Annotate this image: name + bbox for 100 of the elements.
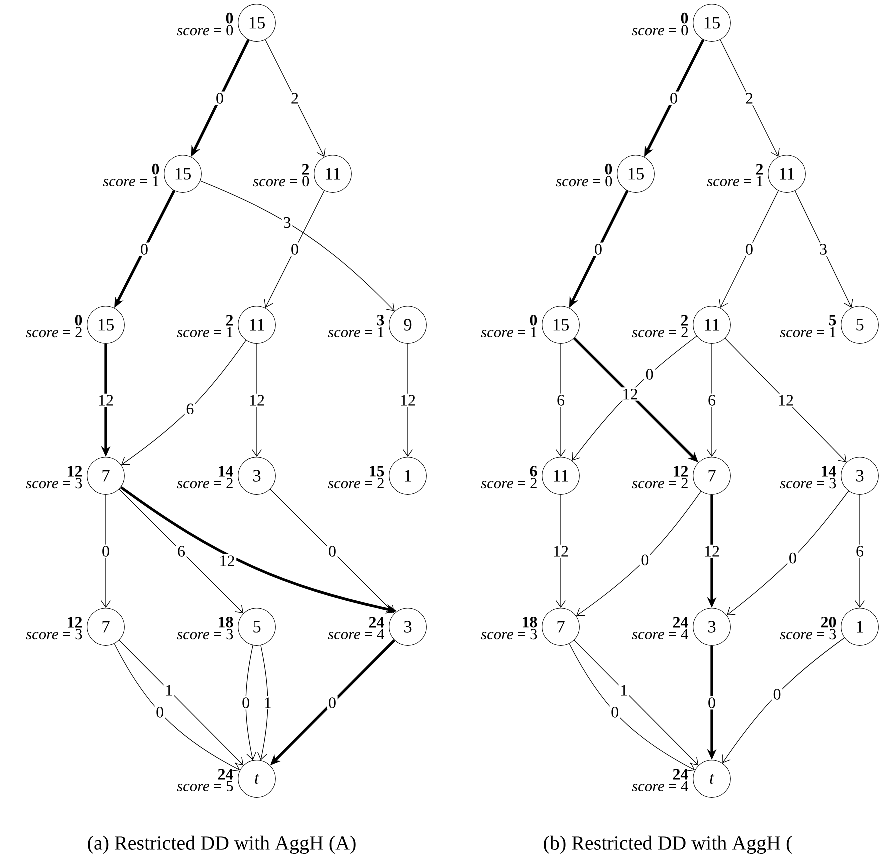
caption: (a) Restricted DD with AggH (A) [88,836,356,854]
arrow [556,494,566,608]
score-label: score = 2 [328,478,384,489]
edge-label: 0 [772,688,783,702]
edge-label: 6 [706,394,718,408]
edge-label: 12 [218,554,237,568]
score-label: score = 2 [26,327,82,338]
score-label: score = 3 [177,629,234,640]
node-value: 15 [370,466,384,477]
arrow [403,344,413,458]
edge-label: 0 [240,696,252,710]
node-value: 0 [530,314,538,326]
arrow [258,645,268,760]
score-label: score = 3 [26,629,82,640]
node-value: 3 [377,314,384,326]
edge-label: 1 [618,684,630,698]
arrow [252,344,262,458]
score-label: score = 0 [177,25,234,36]
node-value: 6 [530,466,538,477]
node-value: 14 [822,466,836,477]
score-label: score = 4 [328,629,384,640]
caption: (b) Restricted DD with AggH ( [544,836,792,854]
edge-label: 0 [788,552,798,566]
node-value: 2 [756,164,764,175]
node-value: 0 [681,12,688,24]
edge-label: 0 [744,242,755,256]
edge-label: 12 [398,394,418,408]
score-label: score = 1 [328,327,384,338]
node-value: 20 [821,616,836,628]
score-label: score = 2 [632,478,688,489]
edge-label: 0 [644,368,656,382]
edge-label: 1 [262,696,274,710]
node-value: 24 [218,769,234,780]
edge-label: 2 [744,92,755,106]
node-value: 24 [369,617,384,628]
score-label: score = 1 [177,327,233,338]
node-value: 0 [605,164,612,175]
node-value: 2 [681,315,688,326]
edge-label: 0 [214,92,226,106]
score-label: score = 4 [632,629,688,640]
node-value: 0 [75,314,82,326]
edge-label: 0 [290,242,300,256]
score-label: score = 5 [177,781,234,792]
arrow [727,490,850,616]
node-value: 2 [226,315,234,326]
node-value: 24 [673,617,688,628]
node-value: 24 [673,769,688,780]
edge-label: 6 [176,544,187,558]
score-label: score = 1 [481,327,537,338]
score-label: score = 3 [26,478,82,489]
score-label: score = 3 [780,478,836,489]
score-label: score = 0 [632,25,688,36]
arrow [556,344,566,458]
score-label: score = 0 [556,176,612,187]
score-label: score = 1 [780,327,836,338]
edge-label: 0 [668,92,680,106]
score-label: score = 1 [103,176,159,187]
edge-label: 0 [100,544,112,558]
node-value: 18 [523,616,538,628]
node-value: 0 [152,164,160,175]
arrow [122,340,246,466]
node-value: 12 [674,466,688,477]
arrow [855,494,866,608]
score-label: score = 4 [632,781,688,792]
node-value: 14 [219,466,234,477]
node-value: 2 [302,164,310,175]
edge-label: 0 [640,553,651,567]
node-value: 12 [68,617,82,628]
arrow [707,344,718,458]
edge-label: 6 [184,402,196,416]
node-value: 12 [68,466,82,477]
edge-label: 0 [139,242,150,256]
arrow [576,491,702,616]
score-label: score = 2 [632,327,688,338]
node-value: 18 [219,616,234,628]
edge-label: 3 [282,216,293,230]
arrow [719,190,779,308]
arrow [720,40,780,158]
node-value: 0 [226,12,234,24]
arrow [101,494,111,608]
arrow [264,190,325,308]
edge-label: 6 [854,544,866,558]
edge-label: 0 [327,544,338,558]
edge-label: 12 [552,544,570,558]
arrow [722,638,845,764]
arrow [200,180,395,312]
edge-label: 0 [593,242,604,256]
edge-label: 0 [610,706,620,720]
edge-label: 12 [776,394,796,408]
arrow [724,338,847,462]
score-label: score = 0 [253,176,310,187]
edge-label: 6 [556,394,566,408]
score-label: score = 2 [177,478,233,489]
arrow [265,40,326,158]
node-value: 5 [829,315,836,326]
edge-label: 0 [154,706,166,720]
edge-label: 12 [96,394,116,408]
arrow [270,489,395,614]
edge-label: 12 [620,388,640,401]
score-label: score = 3 [780,629,836,640]
